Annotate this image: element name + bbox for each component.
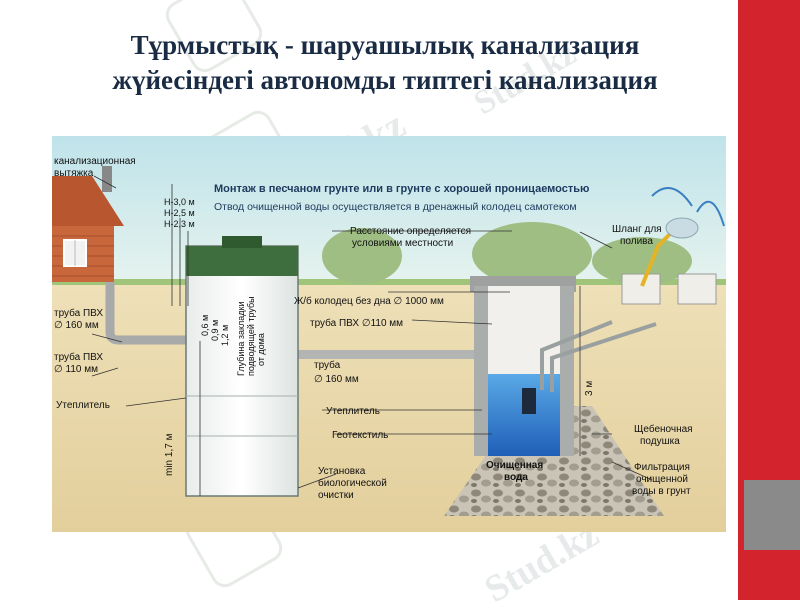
label-plant-1: Установка: [318, 466, 366, 477]
drainage-well: [470, 276, 657, 456]
label-dim-12: 1,2 м: [220, 325, 230, 346]
label-gravel-1: Щебеночная: [634, 423, 693, 435]
label-pipe-160-a: труба: [314, 359, 341, 371]
label-well: Ж/б колодец без дна ∅ 1000 мм: [294, 295, 444, 307]
gravel-cushion: [444, 406, 664, 516]
septic-tank: [185, 236, 299, 497]
diagram-heading: Монтаж в песчаном грунте или в грунте с …: [214, 183, 589, 195]
accent-side-box: [744, 480, 800, 550]
label-vent-2: вытяжка: [54, 168, 94, 179]
label-h30: Н-3,0 м: [164, 197, 195, 207]
label-distance-2: условиями местности: [352, 238, 453, 249]
label-pipe-110-size: 110 мм: [371, 318, 404, 329]
label-left-pipe-110-size: 110 мм: [66, 364, 99, 375]
label-left-pipe-160-size: 160 мм: [66, 320, 99, 331]
label-left-pipe-110-b: ∅ 110 мм: [54, 364, 98, 375]
diagram-subheading: Отвод очищенной воды осуществляется в др…: [214, 201, 577, 213]
label-h23: Н-2,3 м: [164, 219, 195, 229]
septic-system-diagram: канализационная вытяжка Н-3,0 м Н-2,5 м …: [52, 136, 726, 532]
label-plant-3: очистки: [318, 490, 354, 501]
label-well-dia: 1000 мм: [405, 296, 444, 307]
leader-lines: [91, 175, 653, 496]
label-left-pipe-160-a: труба ПВХ: [54, 307, 103, 319]
label-dim-3m: 3 м: [584, 381, 595, 396]
title-line-1: Тұрмыстық - шаруашылық канализация: [130, 30, 640, 60]
outflow-pipe: [284, 350, 494, 359]
trees: [322, 222, 692, 286]
label-geotextile: Геотекстиль: [332, 430, 388, 441]
label-h25: Н-2,5 м: [164, 208, 195, 218]
label-left-pipe-110-a: труба ПВХ: [54, 351, 103, 363]
label-hose-2: полива: [620, 236, 653, 247]
label-pipe-110: труба ПВХ ∅110 мм: [310, 317, 403, 329]
label-clean-2: вода: [504, 472, 528, 483]
label-insulation-left: Утеплитель: [56, 400, 110, 411]
label-vent-1: канализационная: [54, 156, 136, 167]
label-plant-2: биологической: [318, 477, 387, 489]
label-left-pipe-160-b: ∅ 160 мм: [54, 320, 99, 331]
label-min-17: min 1,7 м: [164, 433, 175, 476]
label-dim-06: 0,6 м: [200, 315, 210, 336]
label-pipe-pvc: труба ПВХ: [310, 317, 359, 329]
label-dim-09: 0,9 м: [210, 320, 220, 341]
house-drain-pipe: [105, 282, 186, 345]
diagram-svg: канализационная вытяжка Н-3,0 м Н-2,5 м …: [52, 136, 726, 532]
label-depth-2: подводящей трубы: [246, 296, 256, 376]
label-filter-3: воды в грунт: [632, 486, 691, 497]
title-line-2: жүйесіндегі автономды типтегі канализаци…: [112, 65, 658, 95]
grass: [52, 279, 726, 285]
label-clean-1: Очищенная: [486, 460, 543, 471]
slide-title: Тұрмыстық - шаруашылық канализация жүйес…: [40, 28, 730, 98]
label-pipe-160-size: 160 мм: [326, 374, 359, 385]
label-filter-1: Фильтрация: [634, 462, 690, 473]
house: [52, 166, 124, 282]
label-pipe-160-b: ∅ 160 мм: [314, 374, 359, 385]
label-insulation-right: Утеплитель: [326, 406, 380, 417]
label-depth-1: Глубина закладки: [236, 301, 246, 376]
label-well-text: Ж/б колодец без дна: [294, 295, 391, 307]
watering-hose: [621, 187, 725, 305]
label-gravel-2: подушка: [640, 436, 680, 447]
label-distance-1: Расстояние определяется: [350, 226, 471, 237]
label-depth-3: от дома: [256, 333, 266, 366]
label-hose-1: Шланг для: [612, 224, 662, 235]
label-filter-2: очищенной: [636, 474, 688, 485]
